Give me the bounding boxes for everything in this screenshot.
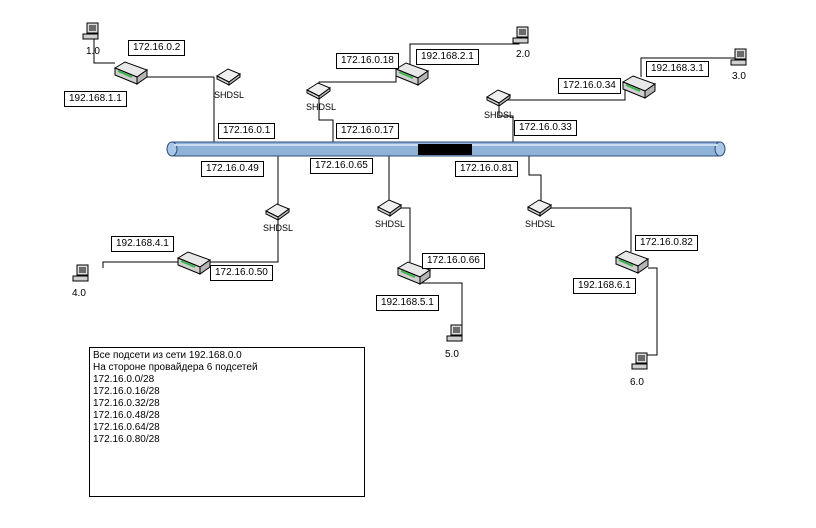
pc-1-name: 1.0 [86, 46, 100, 57]
note-line: 172.16.0.64/28 [93, 422, 160, 433]
ip-label-192-168-6-1: 192.168.6.1 [573, 278, 636, 294]
note-line: Все подсети из сети 192.168.0.0 [93, 350, 242, 361]
shdsl-label-5: SHDSL [375, 219, 406, 229]
router-4-icon [176, 250, 212, 281]
router-2-icon [394, 61, 430, 92]
pc-5-name: 5.0 [445, 349, 459, 360]
note-line: 172.16.0.32/28 [93, 398, 160, 409]
ip-label-172-16-0-66: 172.16.0.66 [422, 253, 485, 269]
shdsl-modem-5-icon [376, 199, 403, 222]
pc-6-icon [631, 352, 651, 377]
shdsl-label-1: SHDSL [214, 90, 245, 100]
subnet-notes-box: Все подсети из сети 192.168.0.0 На сторо… [89, 347, 365, 497]
pc-4-name: 4.0 [72, 288, 86, 299]
router-5-icon [396, 260, 432, 291]
pc-4-icon [72, 264, 92, 289]
provider-backbone [166, 141, 726, 157]
ip-label-172-16-0-34: 172.16.0.34 [558, 78, 621, 94]
note-line: 172.16.0.48/28 [93, 410, 160, 421]
ip-label-172-16-0-49: 172.16.0.49 [201, 161, 264, 177]
ip-label-172-16-0-18: 172.16.0.18 [336, 53, 399, 69]
note-line: 172.16.0.16/28 [93, 386, 160, 397]
ip-label-172-16-0-65: 172.16.0.65 [310, 158, 373, 174]
ip-label-192-168-1-1: 192.168.1.1 [64, 91, 127, 107]
ip-label-192-168-3-1: 192.168.3.1 [646, 61, 709, 77]
shdsl-label-3: SHDSL [484, 110, 515, 120]
shdsl-modem-6-icon [526, 199, 553, 222]
ip-label-172-16-0-50: 172.16.0.50 [210, 265, 273, 281]
router-3-icon [621, 74, 657, 105]
note-line: На стороне провайдера 6 подсетей [93, 362, 258, 373]
shdsl-modem-4-icon [264, 203, 291, 226]
pc-2-icon [512, 26, 532, 51]
ip-label-172-16-0-33: 172.16.0.33 [514, 120, 577, 136]
note-line: 172.16.0.80/28 [93, 434, 160, 445]
ip-label-192-168-2-1: 192.168.2.1 [416, 49, 479, 65]
pc-1-icon [82, 22, 102, 47]
ip-label-192-168-5-1: 192.168.5.1 [376, 295, 439, 311]
redacted-block [418, 144, 472, 155]
shdsl-modem-3-icon [485, 89, 512, 112]
ip-label-192-168-4-1: 192.168.4.1 [111, 236, 174, 252]
pc-2-name: 2.0 [516, 49, 530, 60]
ip-label-172-16-0-2: 172.16.0.2 [128, 40, 186, 56]
ip-label-172-16-0-1: 172.16.0.1 [218, 123, 276, 139]
pc-3-name: 3.0 [732, 71, 746, 82]
router-6-icon [614, 249, 650, 280]
shdsl-modem-1-icon [215, 68, 242, 91]
shdsl-modem-2-icon [305, 82, 332, 105]
pc-6-name: 6.0 [630, 377, 644, 388]
ip-label-172-16-0-81: 172.16.0.81 [455, 161, 518, 177]
shdsl-label-2: SHDSL [306, 102, 337, 112]
note-line: 172.16.0.0/28 [93, 374, 155, 385]
router-1-icon [113, 60, 149, 91]
shdsl-label-6: SHDSL [525, 219, 556, 229]
ip-label-172-16-0-17: 172.16.0.17 [336, 123, 399, 139]
shdsl-label-4: SHDSL [263, 223, 294, 233]
pc-5-icon [446, 324, 466, 349]
ip-label-172-16-0-82: 172.16.0.82 [635, 235, 698, 251]
pc-3-icon [730, 48, 750, 73]
